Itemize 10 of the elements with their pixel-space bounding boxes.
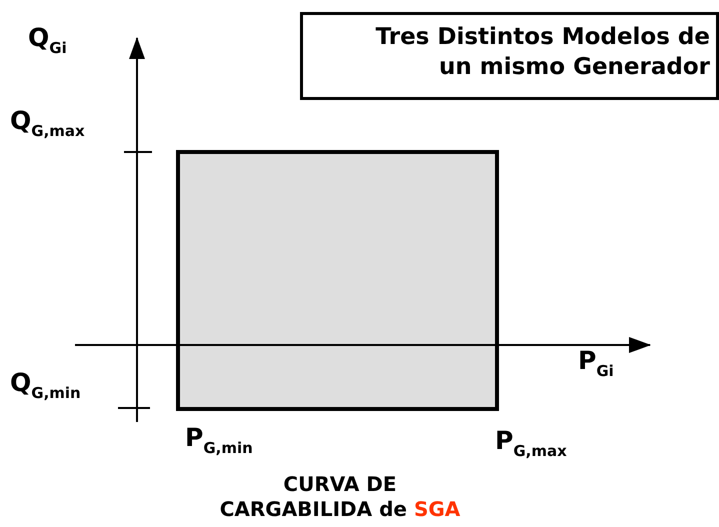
axis-label: P$_{Gi}$ (578, 348, 614, 379)
title-text: Tres Distintos Modelos de un mismo Generador (374, 23, 711, 82)
caption: CURVA DE CARGABILIDA de SGA (218, 472, 462, 522)
tick-label: Q$_{G,max}$ (10, 108, 85, 139)
tick-label: P$_{G,min}$ (185, 425, 253, 456)
title-box (300, 12, 719, 100)
axis-label: Q$_{Gi}$ (28, 25, 67, 56)
tick-label: P$_{G,max}$ (495, 428, 567, 459)
operating-region (176, 150, 499, 411)
tick-label: Q$_{G,min}$ (10, 370, 81, 401)
